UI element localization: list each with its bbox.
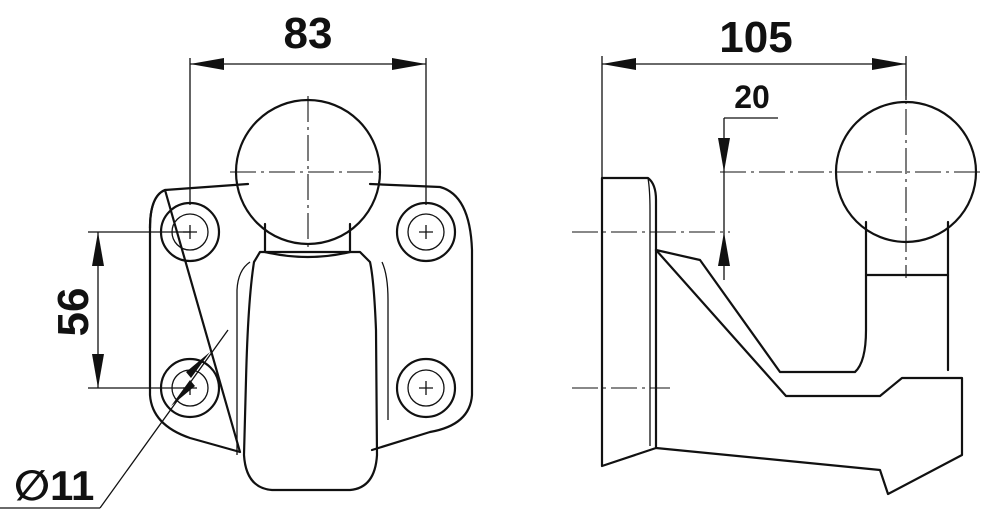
bolt-hole-top-right (395, 201, 457, 263)
side-flange-outline (600, 176, 658, 468)
dimension-56: 56 (49, 231, 190, 389)
bolt-hole-bottom-right (395, 357, 457, 419)
mounting-plate-outline (148, 182, 474, 454)
front-view: 83 56 ∅11 (0, 9, 474, 509)
dimension-label-83: 83 (284, 9, 333, 58)
side-view: 105 20 (572, 13, 985, 496)
neck-inner-line (236, 261, 389, 420)
dimension-83: 83 (189, 9, 427, 205)
dimension-20: 20 (718, 79, 778, 280)
side-arm-outline (654, 248, 964, 496)
dimension-diameter-11: ∅11 (0, 329, 229, 509)
dimension-105: 105 (601, 13, 907, 178)
neck-body-front (242, 250, 379, 492)
dimension-label-diameter-11: ∅11 (14, 462, 94, 509)
dimension-label-105: 105 (719, 13, 792, 62)
dimension-label-56: 56 (49, 288, 98, 337)
dimension-label-20: 20 (734, 79, 770, 115)
ball-neck-side (864, 220, 950, 277)
